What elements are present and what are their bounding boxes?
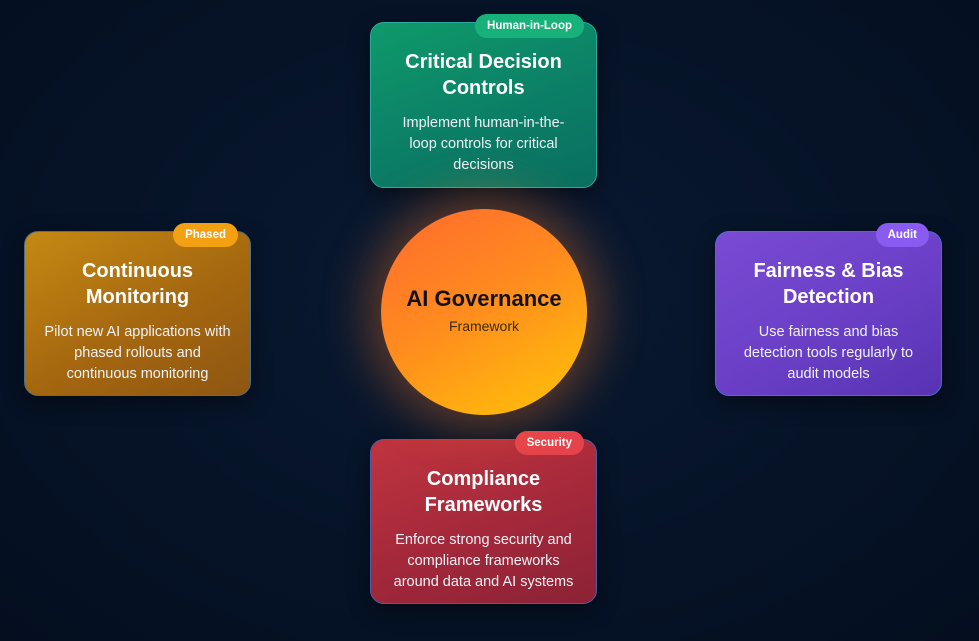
badge-human-in-loop: Human-in-Loop (475, 14, 584, 38)
card-continuous-monitoring: Phased Continuous Monitoring Pilot new A… (24, 223, 251, 396)
badge-phased: Phased (173, 223, 238, 247)
card-fairness-bias-detection: Audit Fairness & Bias Detection Use fair… (715, 223, 942, 396)
center-subtitle: Framework (448, 318, 519, 334)
center-node: AI Governance Framework (381, 209, 587, 415)
card-title: Continuous Monitoring (81, 260, 194, 308)
card-description: Implement human-in-the-loop controls for… (402, 115, 565, 173)
card-title: Critical Decision Controls (405, 51, 562, 99)
card-title: Compliance Frameworks (424, 468, 543, 516)
badge-security: Security (514, 431, 584, 455)
badge-audit: Audit (875, 223, 929, 247)
card-description: Enforce strong security and compliance f… (393, 532, 574, 590)
card-critical-decision-controls: Human-in-Loop Critical Decision Controls… (370, 14, 597, 188)
card-compliance-frameworks: Security Compliance Frameworks Enforce s… (370, 431, 597, 604)
center-title: AI Governance (406, 286, 562, 311)
card-description: Use fairness and bias detection tools re… (743, 324, 914, 382)
card-description: Pilot new AI applications with phased ro… (44, 324, 231, 382)
card-title: Fairness & Bias Detection (753, 260, 904, 308)
